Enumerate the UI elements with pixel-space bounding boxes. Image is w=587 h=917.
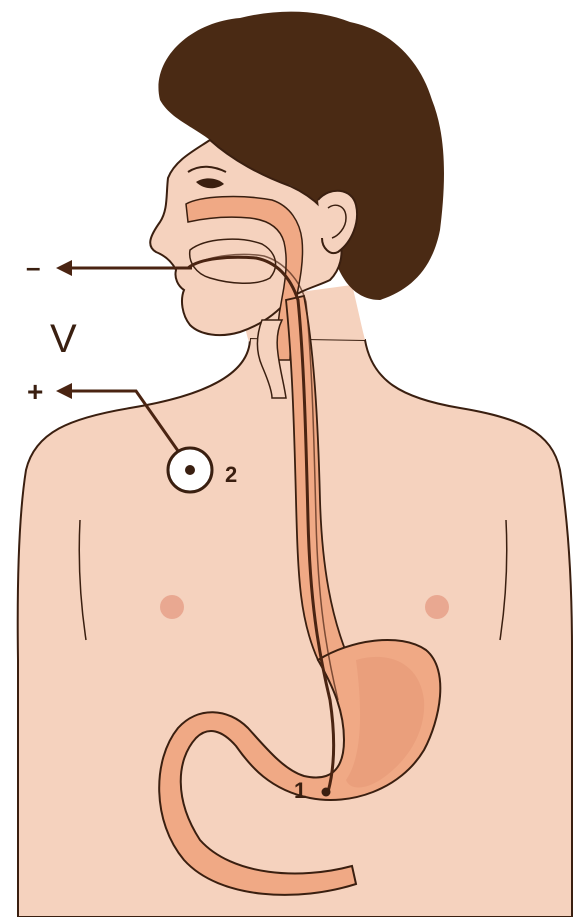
electrode-1-label: 1 xyxy=(294,778,306,803)
voltage-label: V xyxy=(50,317,77,361)
plus-label: + xyxy=(27,376,43,407)
positive-lead-arrow xyxy=(56,383,72,399)
right-nipple xyxy=(425,595,449,619)
electrode-2-label: 2 xyxy=(225,462,237,487)
negative-lead-arrow xyxy=(56,260,72,276)
left-nipple xyxy=(160,595,184,619)
minus-label: – xyxy=(26,252,40,282)
electrode-2-dot xyxy=(185,465,195,475)
electrode-1-dot xyxy=(322,788,331,797)
